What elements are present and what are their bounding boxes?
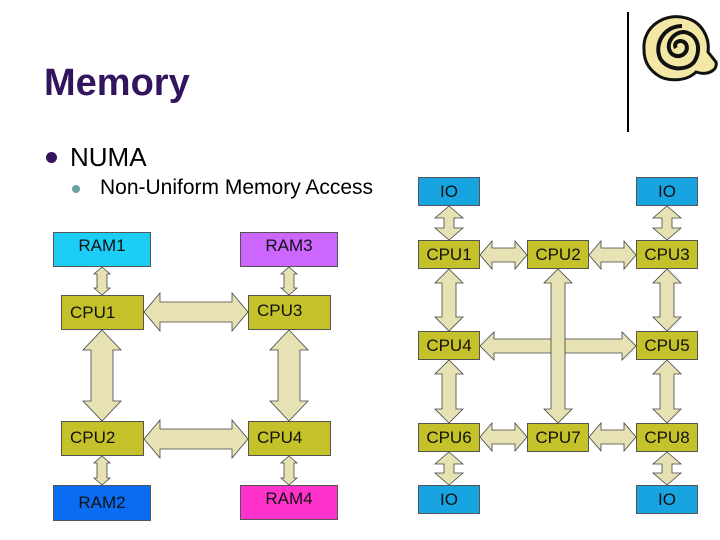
io-top-left: IO — [418, 177, 480, 206]
cpu1-box: CPU1 — [418, 240, 480, 269]
arrow-cpu6-io — [433, 451, 465, 486]
cpu4-box: CPU4 — [248, 421, 331, 456]
arrow-cpu2-cpu4 — [143, 418, 249, 460]
cpu8-box: CPU8 — [636, 423, 698, 452]
arrow-io-cpu3 — [651, 205, 683, 241]
arrow-cpu6-cpu7 — [479, 421, 528, 453]
arrow-ram3-cpu3 — [279, 266, 299, 296]
cpu3-box: CPU3 — [636, 240, 698, 269]
arrow-cpu1-cpu2 — [479, 239, 528, 271]
ram2-box: RAM2 — [53, 485, 151, 521]
arrow-io-cpu1 — [433, 205, 465, 241]
io-bottom-left: IO — [418, 485, 480, 514]
arrow-cpu4-cpu6 — [434, 359, 464, 424]
arrow-cpu3-cpu5 — [652, 268, 682, 332]
bullet-text: NUMA — [70, 142, 147, 172]
cpu2-box: CPU2 — [527, 240, 589, 269]
arrow-ram1-cpu1 — [92, 266, 112, 296]
divider-line — [627, 12, 629, 132]
ram1-box: RAM1 — [53, 232, 151, 267]
slide-title: Memory — [44, 62, 190, 104]
arrow-cpu2-ram2 — [92, 455, 112, 486]
io-top-right: IO — [636, 177, 698, 206]
cpu1-box: CPU1 — [61, 295, 144, 330]
io-bottom-right: IO — [636, 485, 698, 514]
cpu4-box: CPU4 — [418, 331, 480, 360]
arrow-cpu1-cpu4 — [434, 268, 464, 332]
cpu6-box: CPU6 — [418, 423, 480, 452]
bullet-dot-icon — [72, 185, 80, 193]
arrow-cpu8-io — [651, 451, 683, 486]
arrow-cpu7-cpu8 — [588, 421, 637, 453]
bullet-dot-icon — [46, 152, 57, 163]
ram4-box: RAM4 — [240, 485, 338, 520]
cpu5-box: CPU5 — [636, 331, 698, 360]
scroll-icon — [642, 15, 718, 82]
cpu2-box: CPU2 — [61, 421, 144, 456]
arrow-cpu1-cpu2 — [82, 329, 122, 422]
bullet-text: Non-Uniform Memory Access — [100, 176, 374, 199]
arrow-cpu3-cpu4 — [269, 329, 309, 422]
cpu3-box: CPU3 — [248, 295, 331, 330]
arrow-cpu4-ram4 — [279, 455, 299, 486]
arrow-cpu2-cpu3 — [588, 239, 637, 271]
arrow-cpu5-cpu8 — [652, 359, 682, 424]
arrow-cpu1-cpu3 — [143, 291, 249, 333]
cpu7-box: CPU7 — [527, 423, 589, 452]
ram3-box: RAM3 — [240, 232, 338, 267]
